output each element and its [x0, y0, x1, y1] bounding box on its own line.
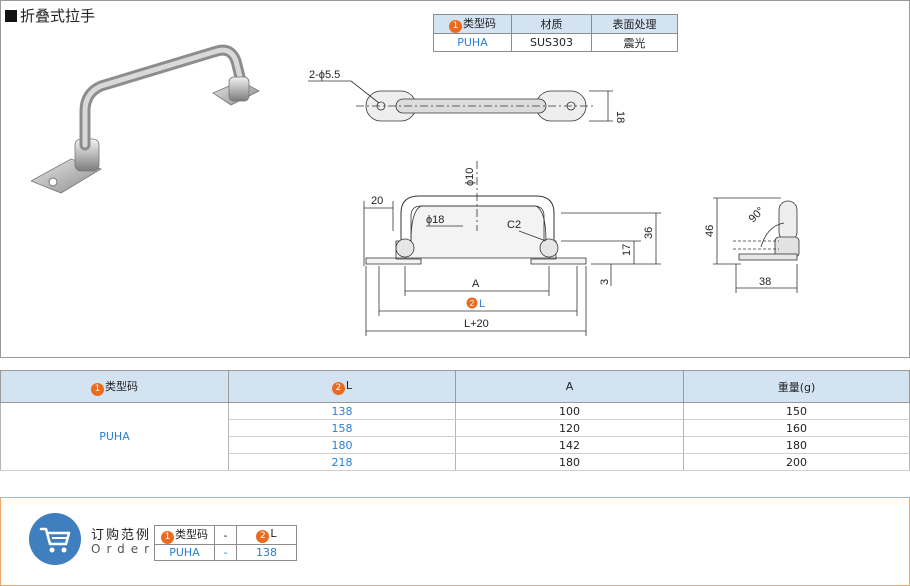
spec-cell-material: SUS303 — [511, 33, 592, 52]
col-header-a: A — [455, 370, 684, 403]
height-total-label: 36 — [643, 227, 655, 239]
product-photo — [31, 44, 260, 194]
model-cell: PUHA — [0, 402, 229, 471]
table-row: 218 180 200 — [1, 453, 910, 471]
table-row: PUHA 138 100 150 — [0, 402, 910, 471]
order-header-sep: - — [214, 525, 237, 545]
base-thickness-label: 3 — [599, 279, 611, 285]
order-cell-sep: - — [214, 544, 237, 561]
svg-text:2: 2 — [470, 299, 475, 308]
spec-cell-type: PUHA — [433, 33, 512, 52]
page-title: 折叠式拉手 — [5, 5, 95, 26]
number-badge-icon: 1 — [91, 382, 104, 396]
left-offset-label: 20 — [371, 195, 383, 207]
bend-diameter-label: ϕ18 — [426, 214, 444, 226]
number-badge-icon: 1 — [161, 531, 174, 544]
page-title-text: 折叠式拉手 — [20, 7, 96, 25]
width-label: 18 — [614, 111, 626, 123]
side-width-label: 38 — [759, 276, 771, 288]
angle-label: 90° — [747, 205, 767, 225]
side-height-label: 46 — [704, 225, 716, 237]
technical-drawing: 2-ϕ5.5 18 ϕ10 20 ϕ18 C2 36 17 3 A 2 L L+… — [308, 69, 800, 336]
order-cell-l: 138 — [236, 544, 297, 561]
number-badge-icon: 2 — [256, 530, 270, 543]
rod-diameter-label: ϕ10 — [464, 168, 476, 186]
col-header-weight: 重量(g) — [683, 370, 910, 403]
number-badge-icon: 1 — [449, 20, 462, 33]
spec-cell-surface: 震光 — [591, 33, 678, 52]
title-square-icon — [5, 9, 17, 22]
order-cell-type: PUHA — [154, 544, 215, 561]
hole-label: 2-ϕ5.5 — [309, 69, 340, 81]
order-label-en: Order — [91, 542, 156, 556]
spec-header-surface: 表面处理 — [591, 14, 678, 34]
dimension-a-label: A — [472, 278, 480, 290]
order-label-cn: 订购范例 — [91, 528, 152, 543]
number-badge-icon: 2 — [331, 381, 345, 395]
dimension-l20-label: L+20 — [464, 318, 489, 330]
height-base-label: 17 — [621, 244, 633, 256]
shopping-cart-icon — [29, 513, 81, 565]
dimension-l-label: L — [479, 298, 485, 310]
table-row: 180 142 180 — [1, 436, 910, 454]
chamfer-label: C2 — [507, 219, 521, 231]
number-badge-icon — [466, 297, 478, 309]
